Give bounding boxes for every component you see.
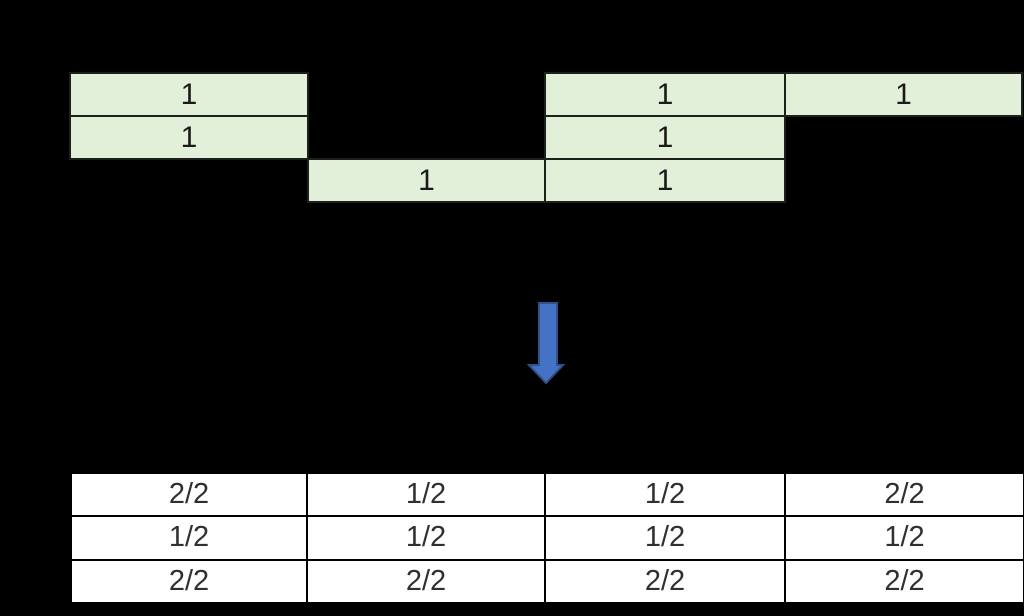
allocation-grid: 1 1 1 1 1 1 1 <box>69 72 1023 203</box>
table-cell: 2/2 <box>544 558 786 604</box>
table-cell: 1/2 <box>306 515 546 561</box>
table-cell: 2/2 <box>70 471 308 518</box>
table-cell: 2/2 <box>70 558 308 604</box>
grid-cell: 1 <box>69 115 309 160</box>
table-cell: 2/2 <box>784 558 1024 604</box>
table-cell: 1/2 <box>544 471 786 518</box>
grid-cell: 1 <box>69 72 309 117</box>
table-cell: 1/2 <box>544 515 786 561</box>
down-arrow-icon <box>522 299 568 387</box>
table-cell: 1/2 <box>784 515 1024 561</box>
grid-cell: 1 <box>307 158 546 203</box>
grid-cell <box>785 159 1022 202</box>
grid-cell: 1 <box>544 72 786 117</box>
grid-cell <box>308 73 545 116</box>
grid-cell: 1 <box>784 72 1023 117</box>
table-cell: 2/2 <box>306 558 546 604</box>
table-cell: 1/2 <box>306 471 546 518</box>
grid-cell <box>308 116 545 159</box>
table-cell: 2/2 <box>784 471 1024 518</box>
table-cell: 1/2 <box>70 515 308 561</box>
grid-cell: 1 <box>544 115 786 160</box>
grid-cell: 1 <box>544 158 786 203</box>
grid-cell <box>785 116 1022 159</box>
grid-cell <box>70 159 308 202</box>
fraction-table: 2/2 1/2 1/2 2/2 1/2 1/2 1/2 1/2 2/2 2/2 … <box>70 471 1024 604</box>
